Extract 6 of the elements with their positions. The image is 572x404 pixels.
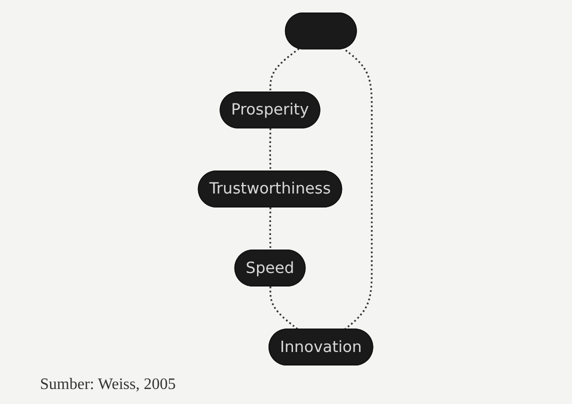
caption: Sumber: Weiss, 2005: [40, 376, 177, 394]
connector: [270, 207, 272, 250]
connector: [270, 286, 300, 330]
connector: [270, 48, 300, 92]
connector: [270, 128, 272, 172]
connector: [344, 48, 374, 330]
